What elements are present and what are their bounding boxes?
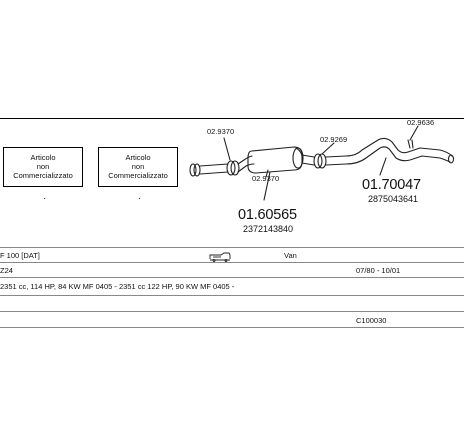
rear-pipe <box>325 137 453 166</box>
middle-muffler <box>247 146 304 174</box>
header-divider <box>0 118 464 119</box>
leader-line <box>265 169 269 178</box>
placeholder-line: Articolo <box>30 153 56 162</box>
placeholder-line: Commercializzato <box>108 171 168 180</box>
clamp-label-3: 02.9269 <box>320 135 348 144</box>
table-divider <box>0 327 464 328</box>
clamp-label-4: 02.9636 <box>407 118 435 127</box>
part-number-2: 01.70047 <box>362 177 421 193</box>
clamp-label-1: 02.9370 <box>207 127 235 136</box>
leader-line <box>379 157 387 176</box>
leader-line <box>223 137 231 161</box>
placeholder-mark-1: · <box>43 193 47 204</box>
table-divider <box>0 311 464 312</box>
placeholder-box-2: Articolo non Commercializzato <box>98 147 178 187</box>
tail-pipe-end <box>447 154 455 164</box>
placeholder-line: Commercializzato <box>13 171 73 180</box>
engine-code-cell: Z24 <box>0 266 13 275</box>
leader-line <box>263 171 271 201</box>
model-cell: F 100 [DAT] <box>0 251 40 260</box>
front-pipe <box>199 163 229 175</box>
placeholder-line: non <box>36 162 50 171</box>
table-divider <box>0 247 464 248</box>
leader-line <box>409 125 419 141</box>
front-flange <box>189 163 201 177</box>
mid-outlet-pipe <box>301 154 315 166</box>
exhaust-diagram <box>189 125 455 201</box>
placeholder-line: non <box>131 162 145 171</box>
clamp-3 <box>313 153 327 169</box>
clamp-label-2: 02.9370 <box>252 174 280 183</box>
oem-number-1: 2372143840 <box>243 224 294 234</box>
inlet-pipe <box>237 155 255 173</box>
rear-hanger <box>407 139 414 149</box>
oem-number-2: 2875043641 <box>368 194 419 204</box>
part-number-1: 01.60565 <box>238 207 297 223</box>
code-cell: C100030 <box>356 316 387 325</box>
years-cell: 07/80 - 10/01 <box>356 266 401 275</box>
leader-line <box>321 142 335 155</box>
table-divider <box>0 277 464 278</box>
body-type-cell: Van <box>284 251 297 260</box>
table-divider <box>0 262 464 263</box>
clamp-1 <box>226 160 240 176</box>
van-icon <box>209 252 231 262</box>
placeholder-box-1: Articolo non Commercializzato <box>3 147 83 187</box>
placeholder-mark-2: · <box>138 193 142 204</box>
engine-desc-cell: 2351 cc, 114 HP, 84 KW MF 0405 - 2351 cc… <box>0 282 235 291</box>
table-divider <box>0 295 464 296</box>
placeholder-line: Articolo <box>125 153 151 162</box>
